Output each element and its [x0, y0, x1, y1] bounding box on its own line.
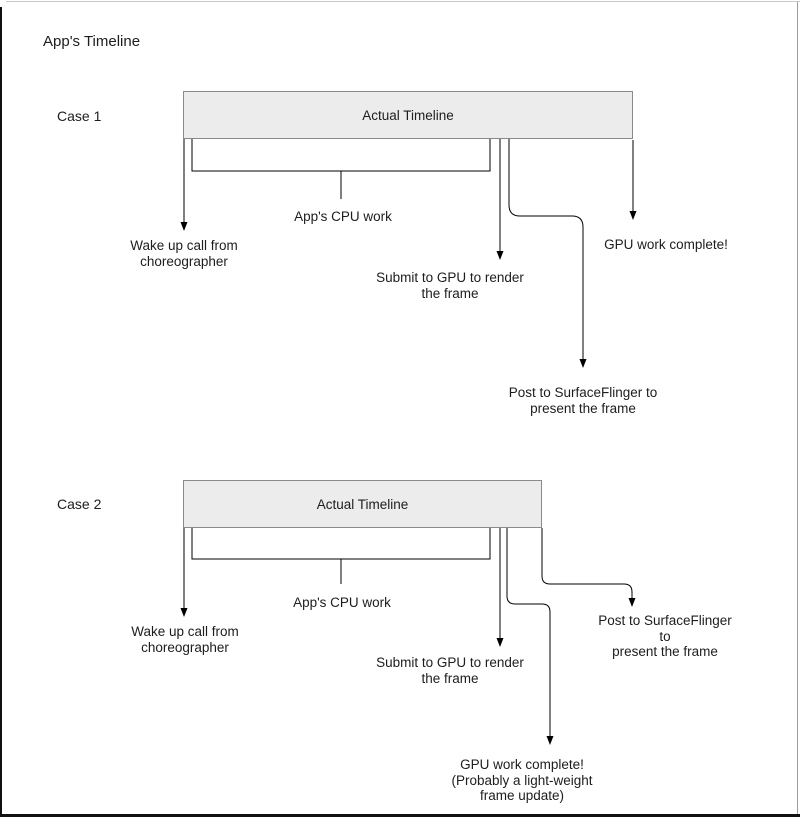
- case1-label: Case 1: [57, 108, 102, 124]
- case1-post-surfaceflinger-label: Post to SurfaceFlinger to present the fr…: [508, 385, 658, 416]
- case2-gpu-arrowhead-icon: [546, 736, 554, 745]
- case2-cpu-bracket: [191, 528, 491, 560]
- case2-wakeup-label: Wake up call from choreographer: [131, 624, 239, 655]
- case2-gpu-arrow-line: [506, 528, 551, 738]
- case1-submit-arrowhead-icon: [496, 251, 504, 260]
- case2-wake-arrowhead-icon: [180, 608, 188, 617]
- case2-cpu-work-label: App's CPU work: [293, 595, 391, 610]
- case1-wake-arrowhead-icon: [180, 222, 188, 231]
- case2-timeline-bar-label: Actual Timeline: [316, 496, 409, 512]
- case2-post-arrow-line: [541, 528, 633, 600]
- case1-wakeup-label: Wake up call from choreographer: [130, 238, 238, 269]
- canvas-left-border: [0, 7, 2, 816]
- case1-gpu-complete-label: GPU work complete!: [604, 237, 728, 252]
- canvas-top-border: [6, 1, 800, 2]
- case1-gpu-arrowhead-icon: [629, 211, 637, 220]
- case2-timeline-bar: Actual Timeline: [183, 480, 542, 528]
- case1-timeline-bar-label: Actual Timeline: [362, 107, 454, 123]
- case1-cpu-work-label: App's CPU work: [294, 209, 392, 224]
- canvas-bottom-border: [0, 814, 800, 817]
- case1-submit-gpu-label: Submit to GPU to render the frame: [376, 270, 524, 301]
- case2-gpu-complete-label: GPU work complete! (Probably a light-wei…: [451, 757, 593, 803]
- case2-post-arrowhead-icon: [628, 598, 636, 607]
- case1-post-arrowhead-icon: [579, 359, 587, 368]
- canvas-right-border: [797, 2, 798, 815]
- case2-post-surfaceflinger-label: Post to SurfaceFlinger to present the fr…: [598, 613, 732, 659]
- case2-label: Case 2: [57, 496, 102, 512]
- case1-cpu-bracket: [191, 139, 491, 172]
- case2-submit-arrowhead-icon: [496, 638, 504, 647]
- case1-timeline-bar: Actual Timeline: [183, 91, 633, 139]
- page-title: App's Timeline: [43, 33, 141, 50]
- case1-post-arrow-line: [508, 139, 584, 361]
- case2-submit-gpu-label: Submit to GPU to render the frame: [376, 655, 524, 686]
